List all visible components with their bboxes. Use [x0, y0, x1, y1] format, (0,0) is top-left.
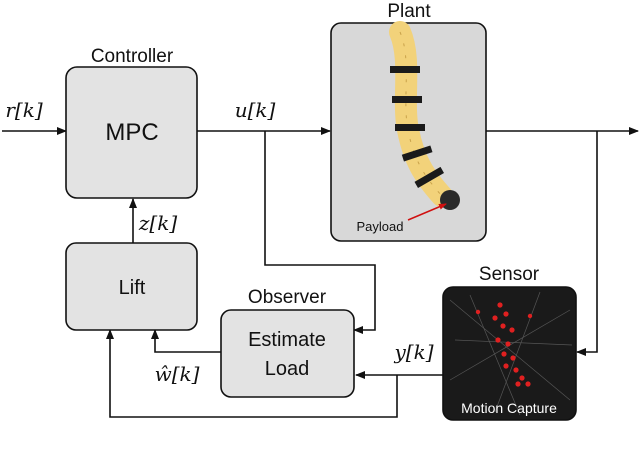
motion-capture-markers — [475, 302, 533, 387]
measurement-signal-label: y[k] — [393, 340, 433, 364]
motion-capture-image — [449, 291, 573, 416]
input-signal-label: u[k] — [235, 98, 276, 122]
payload-pointer — [407, 203, 447, 221]
controller-title: Controller — [91, 46, 174, 67]
observer-title: Observer — [248, 287, 327, 308]
signal-wires — [2, 127, 639, 418]
mpc-label: MPC — [105, 119, 158, 146]
input-to-observer-wire — [264, 131, 376, 334]
lift-block: Lift — [65, 242, 198, 331]
lift-box — [65, 242, 198, 331]
reference-signal-label: r[k] — [5, 98, 42, 122]
mpc-box — [65, 66, 198, 199]
lift-label: Lift — [119, 277, 146, 299]
measurement-to-lift-wire — [106, 329, 398, 418]
motion-capture-caption: Motion Capture — [461, 400, 557, 416]
estimate-load-line2: Load — [265, 358, 310, 380]
payload-label: Payload — [357, 219, 404, 234]
payload-mass — [440, 190, 460, 210]
estimate-load-line1: Estimate — [248, 329, 326, 351]
plant-block: Plant Payload — [330, 1, 487, 242]
load-estimate-signal-label: ŵ[k] — [155, 362, 200, 386]
observer-block: Observer Estimate Load — [220, 287, 355, 398]
soft-robot-arm-image — [389, 21, 460, 221]
sensor-block: Sensor Motion Capture — [442, 264, 577, 421]
sensor-box — [442, 286, 577, 421]
estimate-to-lift-wire — [151, 329, 221, 353]
sensor-feed-wire — [576, 131, 598, 356]
controller-block: Controller MPC — [65, 46, 198, 199]
estimate-load-box — [220, 309, 355, 398]
lifted-state-signal-label: z[k] — [138, 211, 177, 235]
plant-title: Plant — [387, 1, 431, 22]
sensor-title: Sensor — [479, 264, 540, 285]
